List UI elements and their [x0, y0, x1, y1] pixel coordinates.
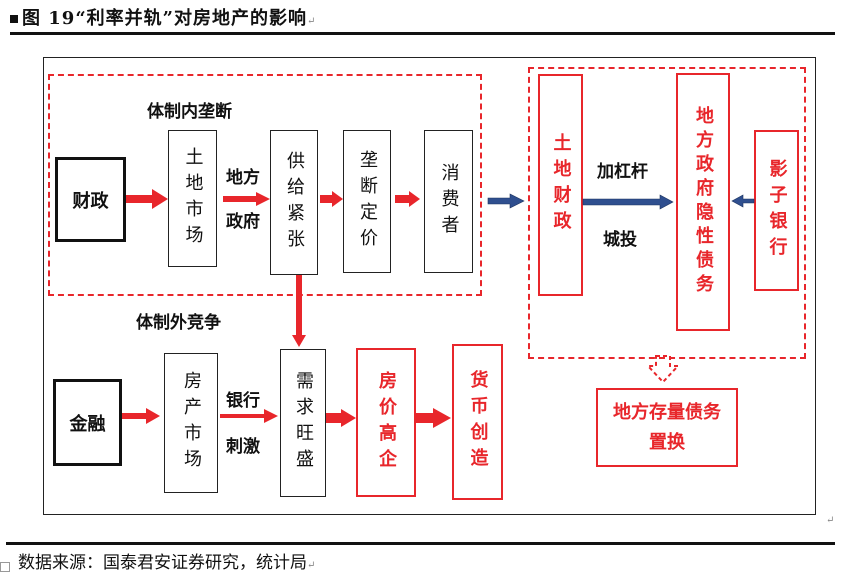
- node-housing-market-label: 房产市场: [181, 371, 202, 475]
- node-consumer: 消费者: [424, 130, 473, 273]
- node-consumer-label: 消费者: [438, 162, 460, 241]
- node-strong-demand-label: 需求旺盛: [293, 371, 314, 475]
- node-land-finance: 土地财政: [538, 74, 583, 296]
- edge-label-bank: 银行: [226, 391, 260, 411]
- node-money-creation: 货币创造: [452, 344, 503, 500]
- source-note-text: 数据来源：国泰君安证券研究，统计局: [18, 553, 307, 573]
- edge-label-local: 地方: [226, 168, 260, 188]
- node-housing-market: 房产市场: [164, 353, 218, 493]
- node-hidden-debt: 地方政府隐性债务: [676, 73, 730, 331]
- figure-title: 图 19“利率并轨”对房地产的影响↵: [10, 4, 316, 30]
- paragraph-mark-icon: ↵: [307, 16, 317, 27]
- diagram-frame: [43, 57, 816, 515]
- node-land-finance-label: 土地财政: [550, 133, 572, 237]
- node-strong-demand: 需求旺盛: [280, 349, 326, 497]
- paragraph-mark-icon: ↵: [307, 560, 316, 571]
- monopoly-group-border: [48, 74, 482, 296]
- node-fiscal: 财政: [55, 157, 126, 242]
- figure-title-text: 图 19“利率并轨”对房地产的影响: [22, 8, 308, 29]
- node-debt-swap-label: 地方存量债务置换: [613, 401, 721, 453]
- node-monopoly-pricing-label: 垄断定价: [357, 149, 378, 254]
- node-high-prices-label: 房价高企: [376, 370, 397, 475]
- source-note: 数据来源：国泰君安证券研究，统计局↵: [18, 548, 315, 573]
- node-finance-label: 金融: [69, 413, 106, 435]
- bullet-square-icon: [10, 15, 18, 23]
- title-rule: [10, 32, 835, 35]
- node-land-market-label: 土地市场: [182, 146, 204, 251]
- edge-label-government: 政府: [226, 212, 260, 232]
- node-high-prices: 房价高企: [356, 348, 416, 497]
- node-fiscal-label: 财政: [72, 190, 109, 212]
- node-debt-swap: 地方存量债务置换: [596, 388, 738, 467]
- node-land-market: 土地市场: [168, 130, 217, 267]
- edge-label-lgfv: 城投: [603, 230, 637, 250]
- node-hidden-debt-label: 地方政府隐性债务: [693, 106, 714, 298]
- node-supply-tight: 供给紧张: [270, 130, 318, 275]
- anchor-icon: [0, 562, 10, 572]
- node-supply-tight-label: 供给紧张: [284, 150, 305, 255]
- node-shadow-banking: 影子银行: [754, 130, 799, 291]
- section-label-competition: 体制外竞争: [136, 313, 221, 333]
- section-label-monopoly: 体制内垄断: [147, 102, 232, 122]
- node-money-creation-label: 货币创造: [467, 370, 489, 474]
- paragraph-mark-icon: ↵: [826, 515, 835, 526]
- edge-label-leverage: 加杠杆: [597, 162, 648, 182]
- footer-rule: [6, 542, 835, 545]
- edge-label-stimulus: 刺激: [226, 437, 260, 457]
- node-shadow-banking-label: 影子银行: [766, 158, 788, 263]
- node-finance: 金融: [53, 379, 122, 466]
- node-monopoly-pricing: 垄断定价: [343, 130, 391, 273]
